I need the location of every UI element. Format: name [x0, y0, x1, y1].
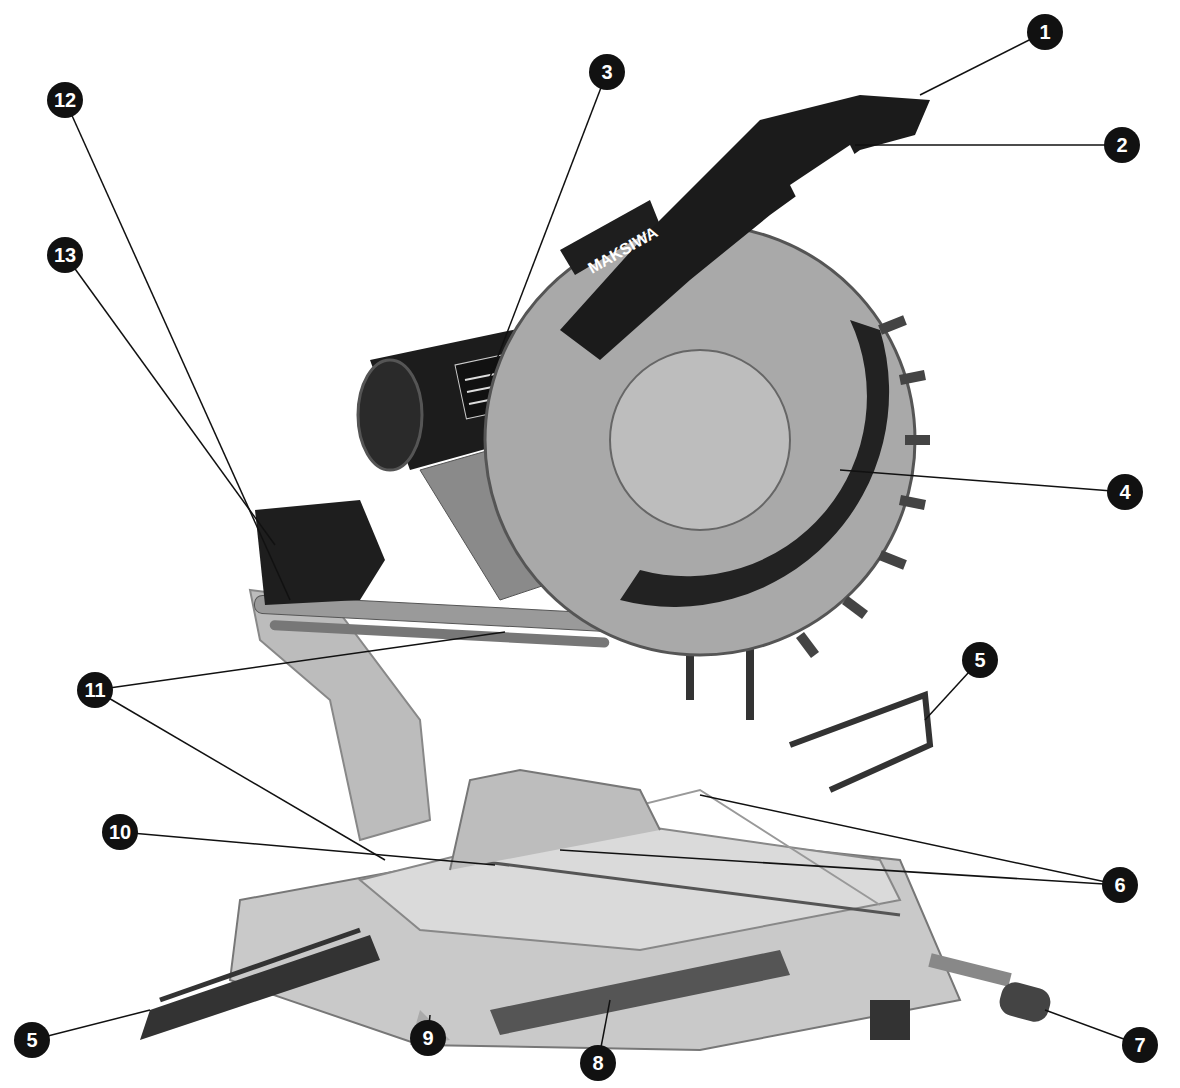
extension-rod [790, 695, 930, 790]
bevel-lock [930, 960, 1010, 980]
foot [870, 1000, 910, 1040]
turntable [360, 820, 900, 950]
callout-number: 2 [1104, 127, 1140, 163]
callout-number: 7 [1122, 1027, 1158, 1063]
kerf-plate [470, 860, 900, 915]
operating-handle [560, 95, 930, 360]
extension-rod [160, 930, 360, 1000]
motor-cap [358, 360, 422, 470]
callout-number: 8 [580, 1045, 616, 1081]
leader-lines [32, 32, 1140, 1063]
callout-number: 11 [77, 672, 113, 708]
handle-grip-slot [790, 145, 860, 205]
callout-number: 10 [102, 814, 138, 850]
miter-knob [996, 979, 1053, 1025]
callout-number: 9 [410, 1020, 446, 1056]
miter-arm [490, 950, 790, 1035]
callout-number: 5 [962, 642, 998, 678]
callout-number: 1 [1027, 14, 1063, 50]
callout-number: 6 [1102, 867, 1138, 903]
guard-hub [610, 350, 790, 530]
callout-number: 3 [589, 54, 625, 90]
dust-bag [255, 500, 385, 605]
callout-number: 12 [47, 82, 83, 118]
callout-number: 13 [47, 237, 83, 273]
extension-rod [140, 935, 380, 1040]
callout-number: 4 [1107, 474, 1143, 510]
slide-rail [269, 620, 609, 648]
guard-ribs [800, 320, 930, 655]
callout-number: 5 [14, 1022, 50, 1058]
upper-guard [485, 225, 915, 655]
